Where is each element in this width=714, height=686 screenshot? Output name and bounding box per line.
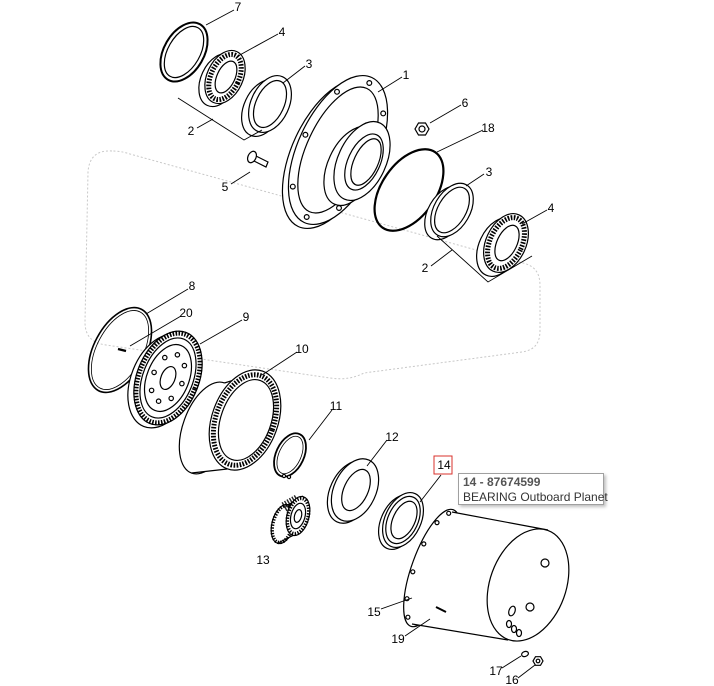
callout-20[interactable]: 20	[179, 306, 193, 320]
callout-5[interactable]: 5	[222, 180, 229, 194]
part-20-drawing	[117, 347, 127, 353]
callout-16[interactable]: 16	[505, 673, 519, 686]
callout-3-lower[interactable]: 3	[486, 165, 493, 179]
part-5-drawing	[246, 150, 269, 168]
callout-8[interactable]: 8	[189, 279, 196, 293]
callout-9[interactable]: 9	[243, 310, 250, 324]
callout-13[interactable]: 13	[256, 553, 270, 567]
callout-14[interactable]: 14	[437, 458, 451, 472]
part-7-drawing	[159, 21, 209, 83]
part-1-drawing	[281, 74, 391, 230]
part-16-drawing	[532, 656, 544, 666]
tooltip-description: BEARING Outboard Planet	[463, 490, 608, 504]
callout-11[interactable]: 11	[330, 399, 343, 413]
part-15-drawing	[403, 508, 570, 642]
part-3-lower-drawing	[424, 182, 474, 241]
callout-2-upper[interactable]: 2	[188, 124, 195, 138]
part-4-upper-drawing	[198, 49, 246, 108]
callout-4-lower[interactable]: 4	[548, 201, 555, 215]
callout-15[interactable]: 15	[367, 605, 381, 619]
callout-7[interactable]: 7	[235, 0, 242, 14]
callout-4-upper[interactable]: 4	[279, 25, 286, 39]
callout-17[interactable]: 17	[489, 664, 503, 678]
part-4-lower-drawing	[476, 213, 529, 277]
callout-12[interactable]: 12	[385, 430, 399, 444]
part-13-drawing	[270, 494, 311, 545]
part-17-drawing	[521, 650, 529, 658]
tooltip-part-number: 14 - 87674599	[463, 475, 541, 489]
assembly-group-outline	[84, 150, 541, 380]
callout-10[interactable]: 10	[295, 342, 309, 356]
callout-3-upper[interactable]: 3	[306, 57, 313, 71]
part-6-drawing	[414, 122, 430, 136]
selected-callout-highlight	[433, 455, 453, 475]
callout-1[interactable]: 1	[403, 68, 410, 82]
callout-18[interactable]: 18	[481, 121, 495, 135]
callout-6[interactable]: 6	[462, 96, 469, 110]
part-14-drawing	[377, 492, 425, 550]
part-19-drawing	[435, 606, 447, 613]
part-11-drawing	[273, 432, 307, 480]
callout-2-lower[interactable]: 2	[422, 261, 429, 275]
leader-lines	[129, 9, 548, 679]
callout-labels: 7 4 3 1 2 6 18 5 3 4 2 8 20 9 10 11 12 1…	[179, 0, 554, 686]
part-12-drawing	[326, 458, 380, 524]
part-10-drawing	[178, 369, 282, 475]
callout-19[interactable]: 19	[391, 632, 405, 646]
part-9-drawing	[127, 330, 203, 429]
part-tooltip: 14 - 87674599 BEARING Outboard Planet	[458, 473, 608, 505]
part-3-upper-drawing	[241, 75, 292, 137]
